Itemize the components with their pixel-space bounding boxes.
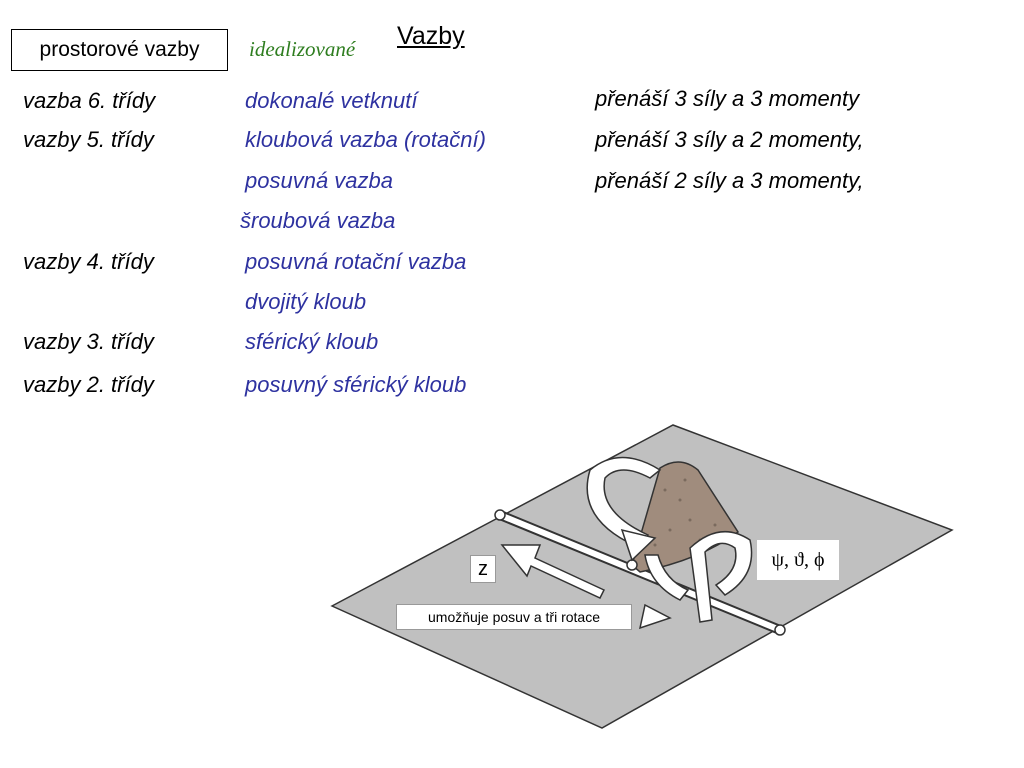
constraint-type: dokonalé vetknutí [245,88,418,113]
constraint-type: sférický kloub [245,329,379,354]
constraint-description: přenáší 3 síly a 3 momenty [595,86,860,111]
rotation-arrow-top [586,456,662,549]
z-axis-label: z [470,555,496,583]
constraint-type: kloubová vazba (rotační) [245,127,486,152]
page-title: Vazby [397,22,465,50]
constraint-type: posuvný sférický kloub [245,372,467,397]
joint-illustration [320,418,960,738]
class-label: vazba 6. třídy [23,88,156,113]
section-label-box: prostorové vazby [11,29,228,71]
rotation-angles-label: ψ, ϑ, ϕ [757,540,839,580]
constraint-type: posuvná vazba [245,168,393,193]
subtitle: idealizované [249,37,356,61]
constraint-type: dvojitý kloub [245,289,367,314]
figure-caption: umožňuje posuv a tři rotace [396,604,632,630]
class-label: vazby 3. třídy [23,329,154,354]
constraint-description: přenáší 3 síly a 2 momenty, [595,127,864,152]
class-label: vazby 5. třídy [23,127,154,152]
constraint-type: šroubová vazba [240,208,396,233]
class-label: vazby 4. třídy [23,249,154,274]
constraint-description: přenáší 2 síly a 3 momenty, [595,168,864,193]
class-label: vazby 2. třídy [23,372,154,397]
constraint-type: posuvná rotační vazba [245,249,467,274]
rotation-arrow-bottom [644,554,690,601]
translation-arrow [500,544,606,599]
rotation-arrow-right [689,530,753,623]
